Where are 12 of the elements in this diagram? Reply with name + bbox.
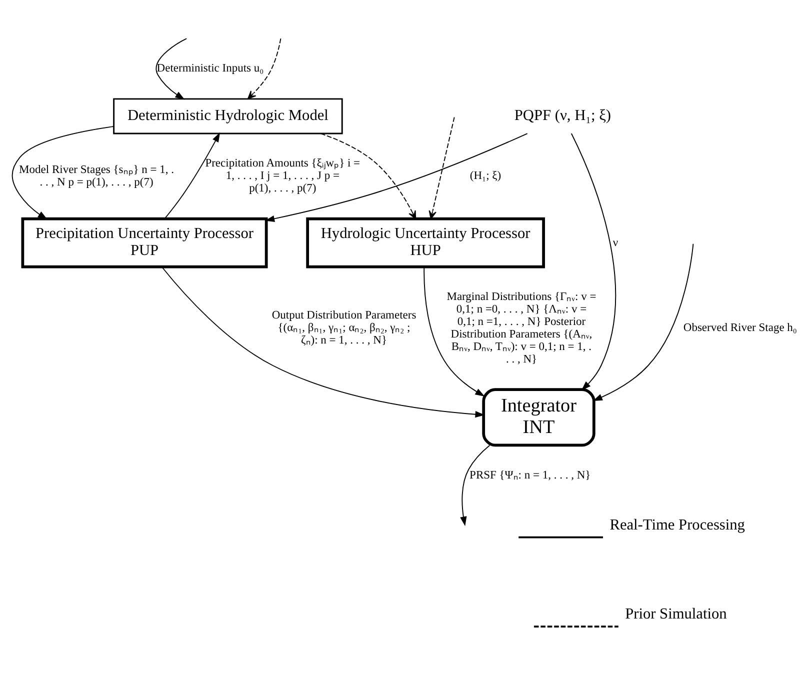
edge-label: (H₁; ξ) xyxy=(470,170,502,182)
legend-label: Prior Simulation xyxy=(625,606,727,623)
edge-label: Output Distribution Parameters {(αₙ₁, βₙ₁, γₙ₁; αₙ₂, βₙ₂, γₙ₂ ; ζₙ): n = 1, . . . , N} xyxy=(272,310,416,347)
edge-label: Model River Stages {sₙₚ} n = 1, . . . , N p = p(1), . . . , p(7) xyxy=(19,164,174,188)
edge-label: Observed River Stage h₀ xyxy=(683,322,797,334)
edge-label: Deterministic Inputs u₀ xyxy=(156,62,264,75)
node-text: PQPF (ν, H₁; ξ) xyxy=(514,106,612,124)
edge-label: Marginal Distributions {Γₙᵥ: v = 0,1; n =0, . . . , N} {Λₙᵥ: v = 0,1; n =1, . . . , N} Posterior Distribution Parameters {(Aₙᵥ, Bₙᵥ, Dₙᵥ, Tₙᵥ): v = 0,1; n = 1, . . . , N} xyxy=(446,291,596,366)
edge-label: ν xyxy=(612,236,618,249)
legend-label: Real-Time Processing xyxy=(610,516,745,534)
edge-label: PRSF {Ψₙ: n = 1, . . . , N} xyxy=(470,469,591,482)
edge-label: Precipitation Amounts {ξᵢⱼwₚ} i = 1, . . . , I j = 1, . . . , J p = p(1), . . . , p(7) xyxy=(205,158,360,195)
